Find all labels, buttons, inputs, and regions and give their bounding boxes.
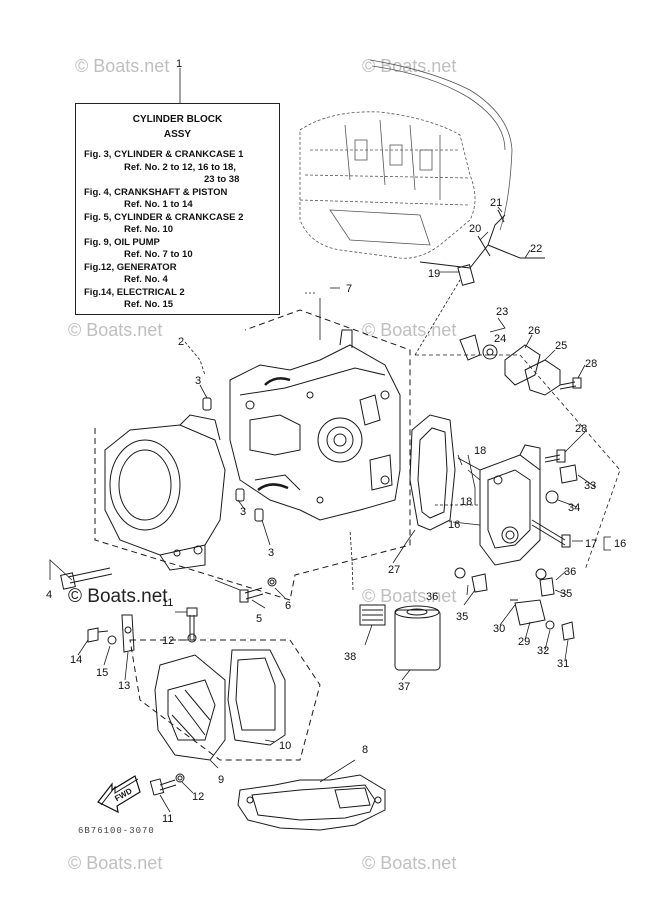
callout-9: 9	[218, 774, 224, 786]
callout-21: 21	[490, 197, 502, 209]
watermark-mid-right: © Boats.net	[362, 320, 457, 340]
callout-18a: 18	[474, 445, 486, 457]
watermark-mid-left: © Boats.net	[68, 320, 163, 340]
watermark-top-right: © Boats.net	[362, 56, 457, 76]
ref-box-line: Fig. 5, CYLINDER & CRANKCASE 2	[84, 211, 244, 223]
ref-box-subtitle: ASSY	[163, 128, 192, 140]
callout-5: 5	[256, 613, 262, 625]
callout-11a: 11	[162, 597, 173, 609]
callout-25: 25	[555, 340, 567, 352]
oil-pump	[154, 654, 226, 761]
ref-box-line: Ref. No. 15	[124, 299, 174, 310]
cylinder-head-cover	[104, 414, 226, 571]
callout-30: 30	[493, 623, 505, 635]
callout-3b: 3	[240, 506, 246, 518]
ref-box-title: CYLINDER BLOCK	[132, 114, 223, 125]
parts-23-26	[459, 334, 582, 463]
callout-numbers: 1 2 3 3 3 4 5 6 7 8 9 10 11 11 12 12 13 …	[46, 58, 626, 825]
ref-box-line: Fig. 3, CYLINDER & CRANKCASE 1	[84, 149, 244, 160]
ref-box-line: Ref. No. 2 to 12, 16 to 18,	[124, 161, 236, 173]
ref-box-line: Fig.12, GENERATOR	[84, 261, 177, 273]
callout-2: 2	[178, 336, 184, 348]
ref-box-line: Fig.14, ELECTRICAL 2	[84, 286, 185, 298]
ref-box-line: 23 to 38	[204, 174, 240, 185]
watermark-bottom-right: © Boats.net	[362, 853, 457, 873]
callout-8: 8	[362, 744, 368, 756]
diagram-code: 6B76100-3070	[78, 826, 155, 836]
ref-box-line: Fig. 4, CRANKSHAFT & PISTON	[84, 186, 228, 198]
ref-box-line: Ref. No. 1 to 14	[124, 199, 193, 210]
cylinder-crankcase	[229, 329, 401, 521]
callout-18b: 18	[460, 496, 472, 508]
callout-6: 6	[285, 600, 291, 612]
ref-box-line: Ref. No. 4	[124, 274, 168, 285]
callout-19: 19	[428, 268, 440, 280]
ref-box-line: Ref. No. 10	[124, 224, 174, 235]
callout-17: 17	[585, 538, 597, 550]
callout-13: 13	[118, 680, 130, 692]
callout-28a: 28	[585, 358, 597, 370]
callout-16a: 16	[448, 519, 460, 531]
callout-34: 34	[568, 502, 580, 514]
callout-33: 33	[584, 480, 596, 492]
cover-gasket-27	[409, 414, 456, 531]
callout-10: 10	[279, 740, 291, 752]
leader-lines	[49, 68, 621, 813]
callout-26: 26	[528, 325, 540, 337]
cylinder-block-assy-reference-box: CYLINDER BLOCK ASSY Fig. 3, CYLINDER & C…	[75, 103, 280, 315]
callout-37: 37	[398, 681, 410, 693]
callout-22: 22	[530, 243, 542, 255]
callout-24: 24	[494, 333, 506, 345]
callout-35b: 35	[560, 588, 572, 600]
callout-16b: 16	[614, 538, 626, 550]
callout-15: 15	[96, 667, 108, 679]
callout-28b: 28	[575, 423, 587, 435]
bolt-4	[60, 567, 113, 590]
oil-pump-frame	[129, 639, 321, 761]
watermark-top-left: © Boats.net	[75, 56, 170, 76]
watermark-lower-left: © Boats.net	[68, 586, 168, 607]
callout-23: 23	[496, 306, 508, 318]
cover-plate-8	[237, 774, 386, 831]
watermark-bottom-left: © Boats.net	[68, 853, 163, 873]
dowel-pins	[202, 397, 264, 522]
breather-hose	[419, 209, 545, 286]
fwd-arrow: FWD	[97, 775, 141, 814]
callout-3a: 3	[195, 375, 201, 387]
callout-14: 14	[70, 654, 82, 666]
ref-box-line: Fig. 9, OIL PUMP	[84, 236, 160, 248]
callout-38: 38	[344, 651, 356, 663]
callout-11b: 11	[162, 813, 173, 825]
callout-35a: 35	[456, 611, 468, 623]
callout-12a: 12	[162, 635, 174, 647]
callout-27: 27	[388, 564, 400, 576]
callout-36b: 36	[564, 566, 576, 578]
callout-1: 1	[176, 58, 182, 70]
bolt-5-washer-6	[239, 577, 277, 603]
thermostat-housing	[479, 444, 571, 566]
callout-3c: 3	[268, 547, 274, 559]
watermark-lower-right: © Boats.net	[362, 586, 457, 606]
callout-32: 32	[537, 645, 549, 657]
callout-31: 31	[557, 658, 569, 670]
callout-12b: 12	[192, 791, 204, 803]
ref-box-line: Ref. No. 7 to 10	[124, 249, 193, 260]
callout-4: 4	[46, 589, 52, 601]
callout-36a: 36	[426, 591, 438, 603]
engine-outline	[299, 59, 513, 259]
callout-29: 29	[518, 636, 530, 648]
callout-7: 7	[346, 283, 352, 295]
cylinder-block-frame	[94, 309, 411, 601]
callout-20: 20	[469, 223, 481, 235]
parts-29-36	[454, 464, 578, 641]
gasket-10	[227, 649, 286, 746]
small-fasteners	[87, 607, 198, 796]
oil-filter	[359, 604, 441, 671]
